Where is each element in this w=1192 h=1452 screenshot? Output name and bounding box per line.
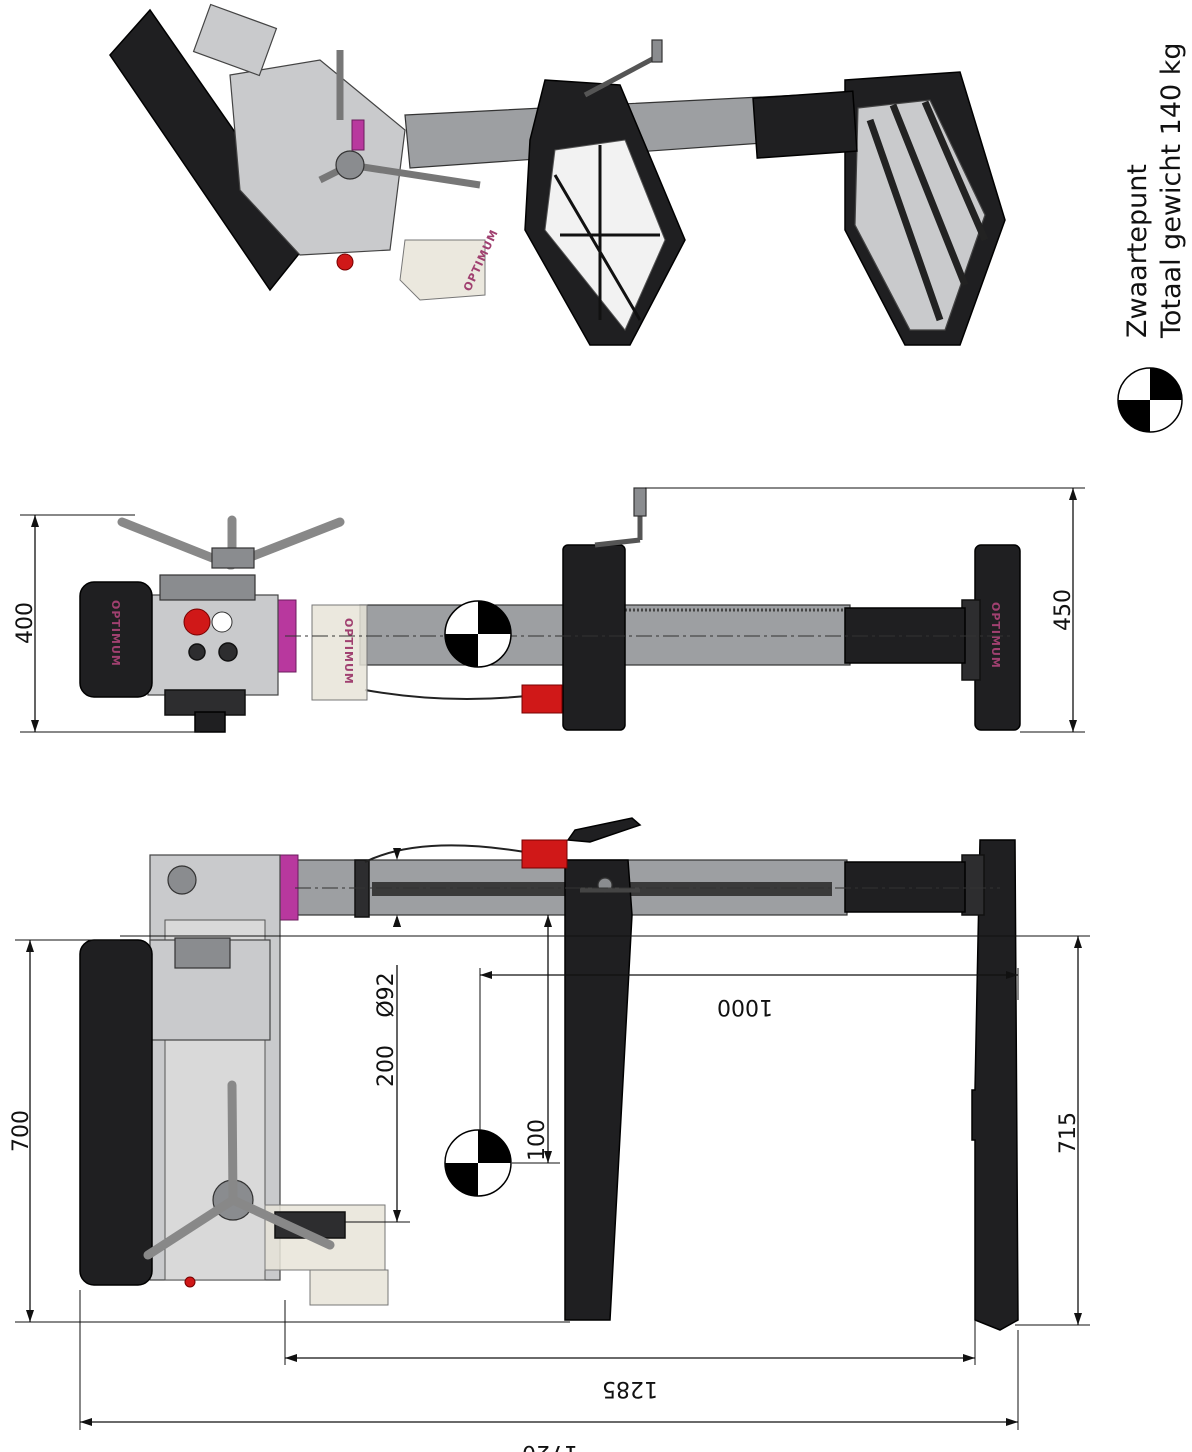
iso-chuck-guard	[399, 239, 486, 301]
front-guard-brand: OPTIMUM	[342, 618, 355, 685]
front-view: OPTIMUM OPTIMUM OPTIMUM	[13, 487, 1085, 733]
iso-magenta-ring	[351, 119, 365, 151]
side-column-sleeve	[844, 861, 966, 913]
front-width-value: 450	[1051, 589, 1076, 631]
side-offset-100-value: 100	[525, 1119, 550, 1161]
front-chuck-guard	[311, 604, 368, 701]
legend-label: Zwaartepunt	[1122, 164, 1153, 338]
iso-head-body	[229, 59, 406, 256]
front-motor-cover	[79, 581, 153, 698]
front-table-crank	[633, 487, 647, 517]
legend: Zwaartepunt Totaal gewicht 140 kg	[1117, 42, 1187, 433]
front-head-body	[147, 594, 279, 696]
side-power-plug	[521, 839, 568, 869]
side-view: 700 715 1000 Ø92 200 100 1285	[9, 817, 1090, 1452]
isometric-view: OPTIMUM	[109, 3, 1006, 346]
side-table-lever	[566, 817, 642, 843]
front-motor-brand: OPTIMUM	[109, 600, 122, 667]
iso-table-crank	[651, 39, 663, 63]
side-emergency-stop	[184, 1276, 196, 1288]
front-base-brand: OPTIMUM	[989, 602, 1002, 669]
side-base	[971, 839, 1019, 1331]
iso-emergency-stop	[336, 253, 354, 271]
side-column-diameter-value: Ø92	[374, 972, 399, 1017]
front-height-value: 400	[13, 602, 38, 644]
front-center-of-gravity	[444, 600, 512, 668]
front-lever-hub	[211, 547, 255, 569]
side-motor-cover	[79, 939, 153, 1286]
side-total-length-value: 1720	[522, 1440, 578, 1452]
side-column-length-value: 1000	[717, 994, 773, 1019]
legend-weight: Totaal gewicht 140 kg	[1156, 42, 1187, 339]
front-power-plug	[521, 684, 563, 714]
iso-motor	[192, 3, 278, 77]
center-of-gravity-icon	[1117, 367, 1183, 433]
side-offset-200-value: 200	[374, 1045, 399, 1087]
side-table-arm	[564, 859, 633, 1321]
side-base-length-value: 1285	[602, 1376, 658, 1401]
front-table	[562, 544, 626, 731]
iso-lever-hub	[335, 150, 365, 180]
side-height-left-value: 700	[9, 1110, 34, 1152]
front-emergency-stop	[183, 608, 211, 636]
side-height-right-value: 715	[1056, 1112, 1081, 1154]
side-center-of-gravity	[444, 1129, 512, 1197]
iso-column-base	[752, 90, 858, 159]
